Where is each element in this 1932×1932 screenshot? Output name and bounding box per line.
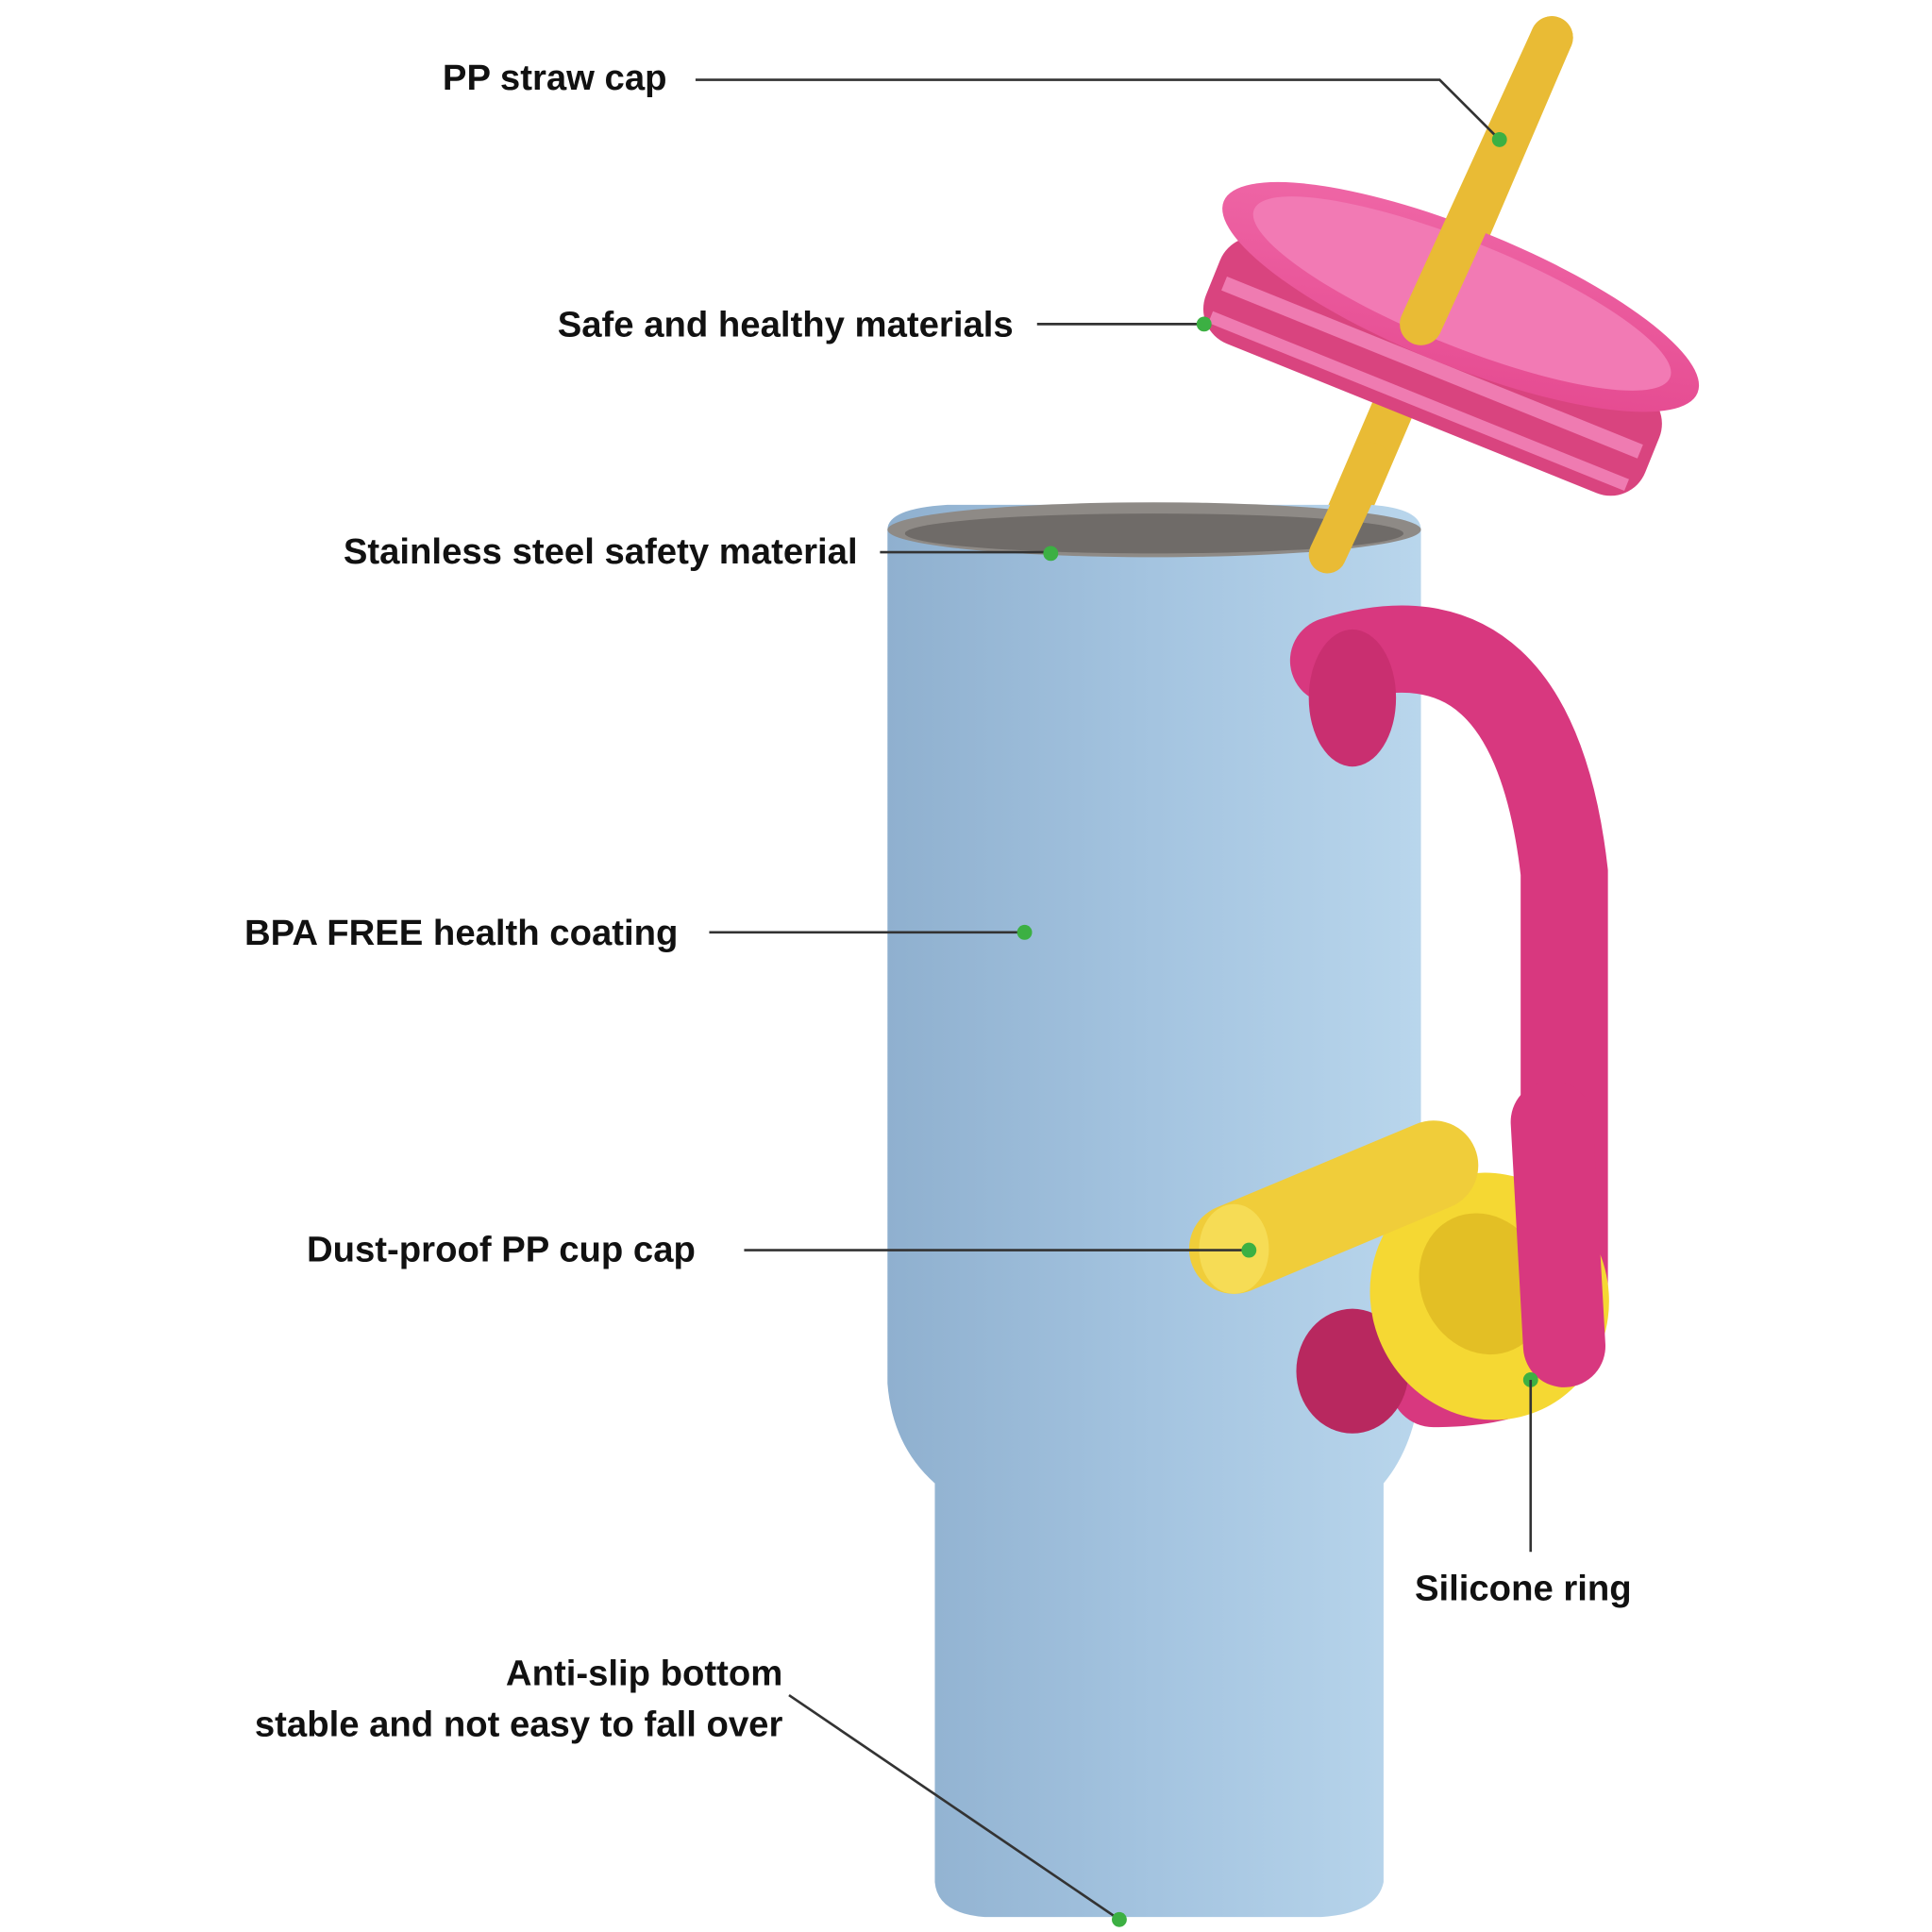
label-bottom-line2: stable and not easy to fall over xyxy=(255,1705,783,1745)
callout-steel: Stainless steel safety material xyxy=(344,531,1059,572)
callout-straw-cap: PP straw cap xyxy=(443,58,1507,147)
label-steel: Stainless steel safety material xyxy=(344,531,858,572)
label-ring: Silicone ring xyxy=(1415,1569,1632,1609)
label-coating: BPA FREE health coating xyxy=(244,913,678,953)
label-lid: Safe and healthy materials xyxy=(558,305,1014,345)
callout-bottom: Anti-slip bottom stable and not easy to … xyxy=(255,1654,1127,1927)
callout-ring: Silicone ring xyxy=(1415,1372,1632,1609)
label-cup-cap: Dust-proof PP cup cap xyxy=(307,1229,696,1269)
silicone-ring xyxy=(1369,1080,1609,1420)
callout-coating: BPA FREE health coating xyxy=(244,913,1033,953)
label-bottom-line1: Anti-slip bottom xyxy=(506,1654,782,1694)
callout-cup-cap: Dust-proof PP cup cap xyxy=(307,1229,1257,1269)
lid xyxy=(1202,181,1700,496)
label-straw-cap: PP straw cap xyxy=(443,58,667,98)
cup-body xyxy=(887,502,1421,1918)
callout-lid: Safe and healthy materials xyxy=(558,305,1212,345)
